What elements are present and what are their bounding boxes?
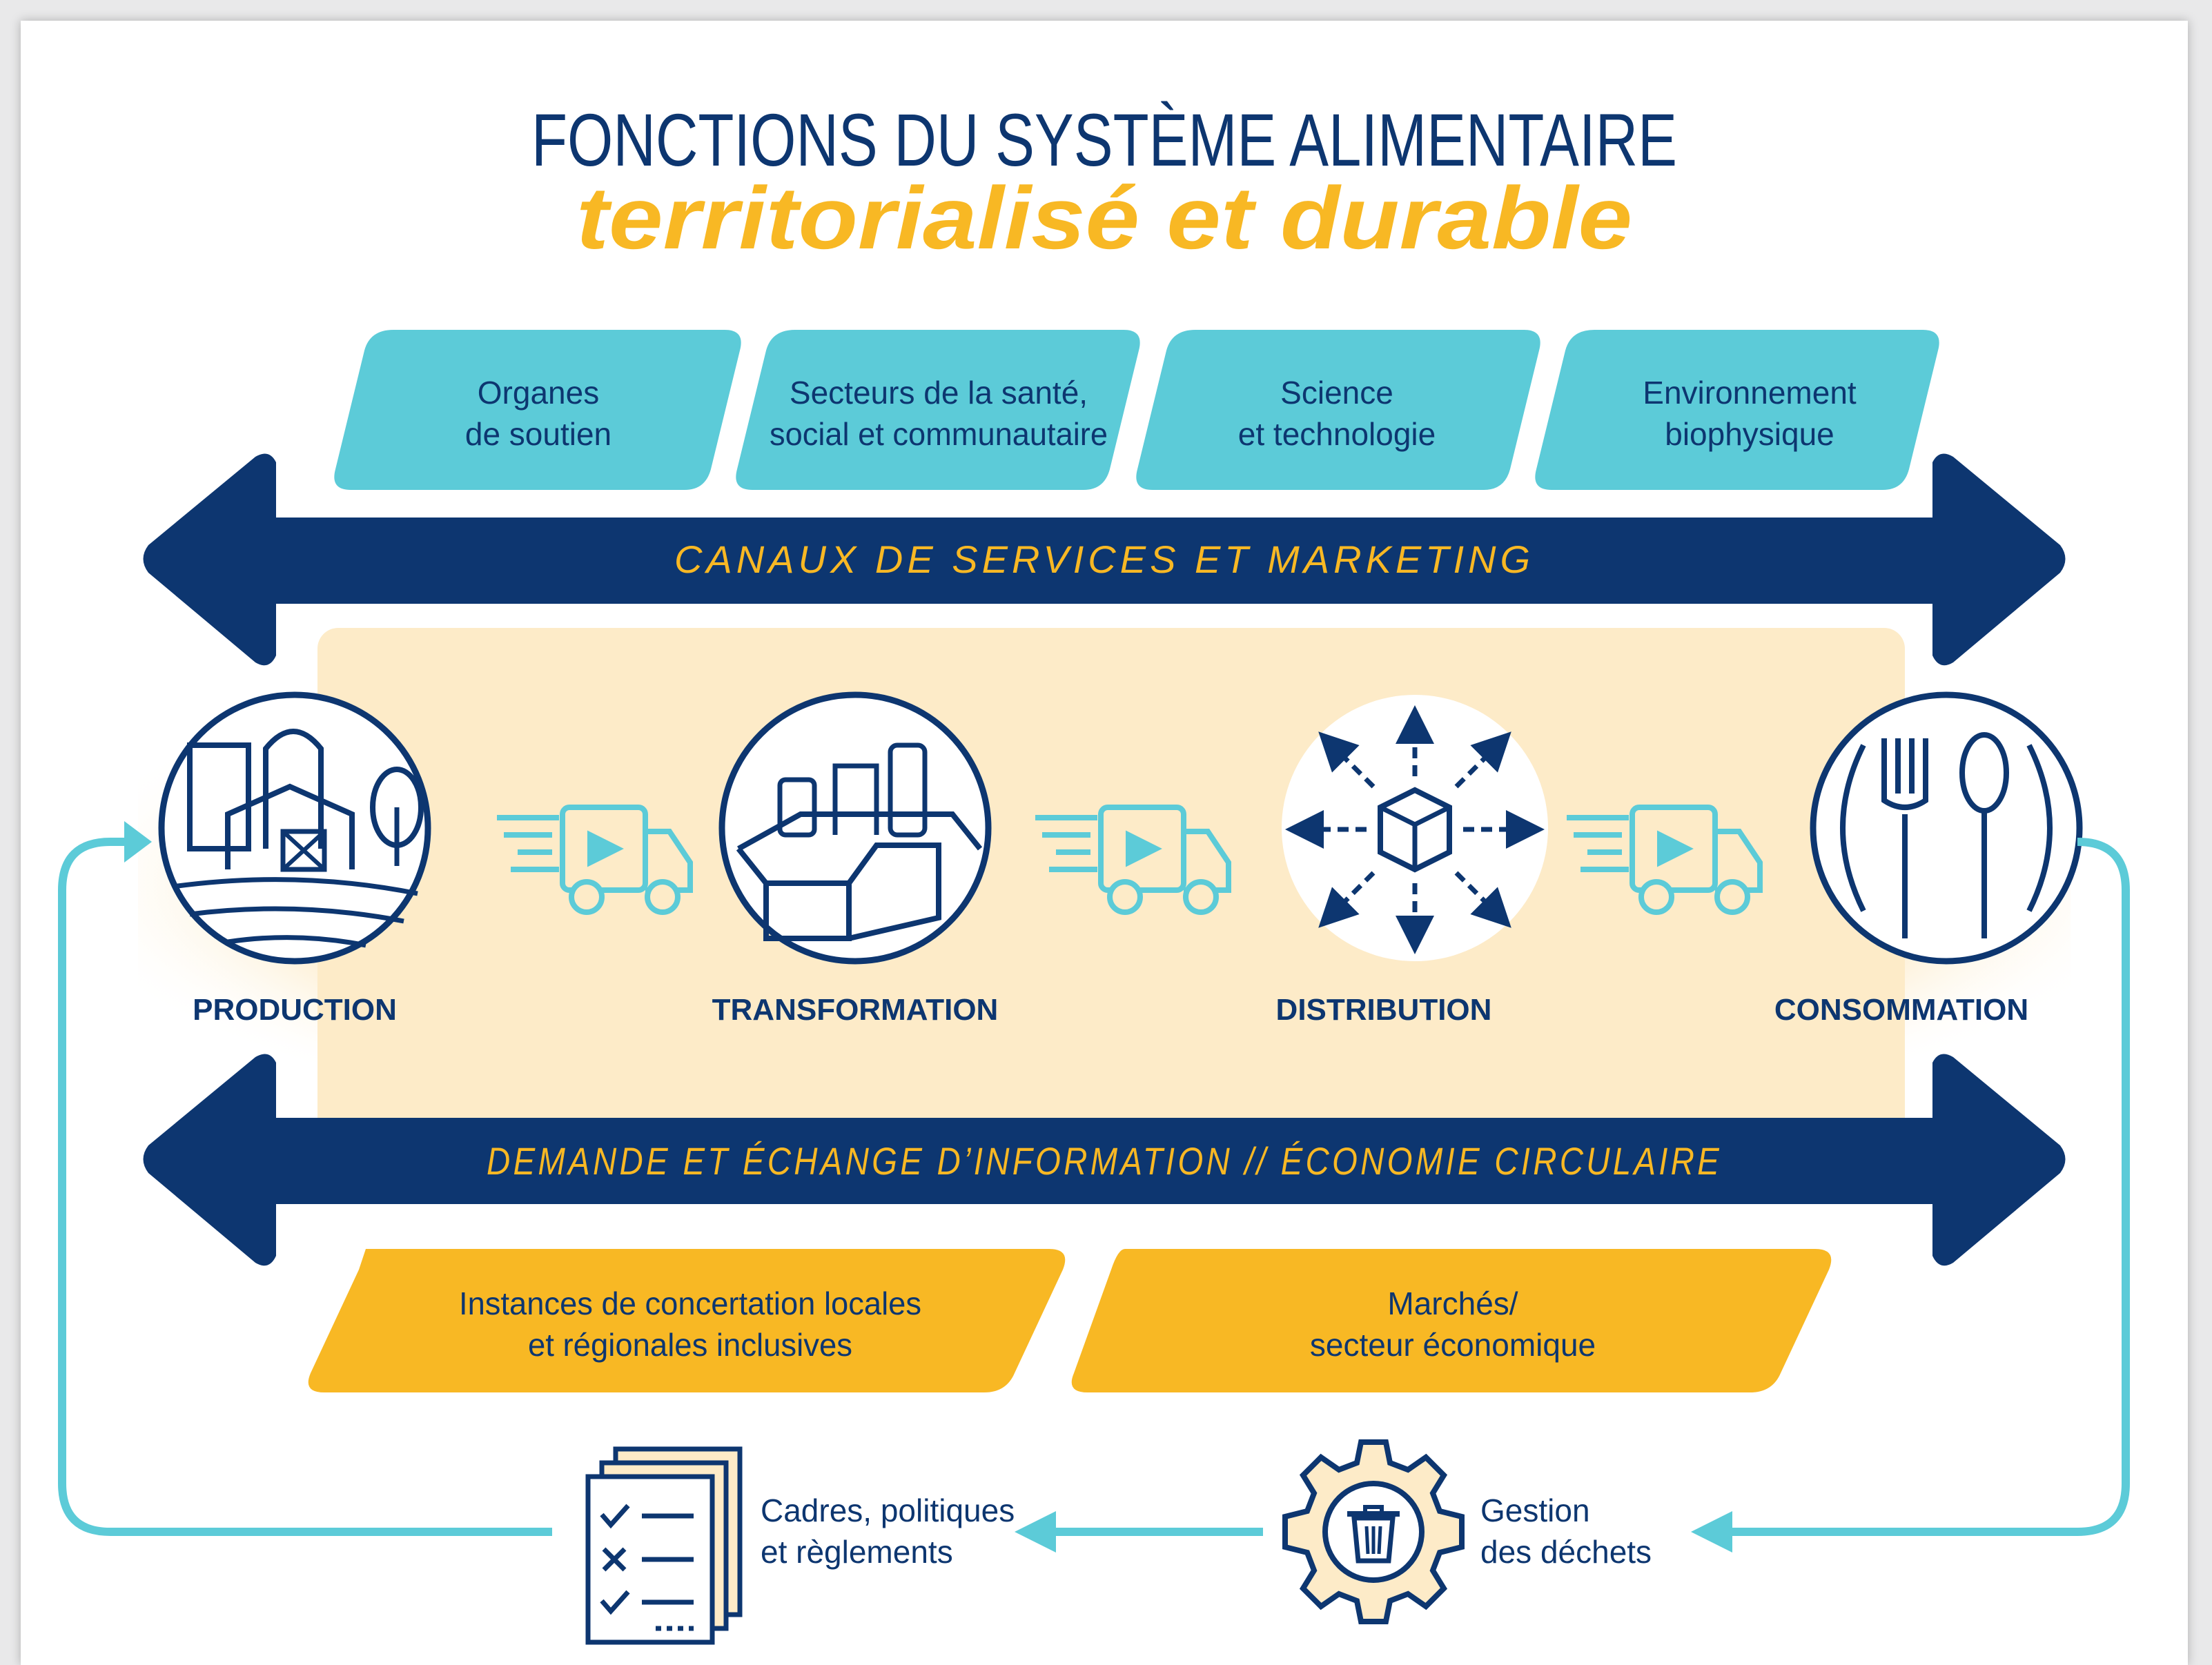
waste-label-line2: des déchets xyxy=(1480,1534,1652,1570)
top-box-sante: Secteurs de la santé, social et communau… xyxy=(736,330,1140,490)
farm-icon xyxy=(158,691,431,965)
stage-label-consommation: CONSOMMATION xyxy=(1774,993,2028,1027)
svg-text:biophysique: biophysique xyxy=(1665,416,1834,452)
loop-middle-arrowhead xyxy=(1015,1511,1056,1553)
food-system-diagram: FONCTIONS DU SYSTÈME ALIMENTAIRE territo… xyxy=(58,98,2130,1645)
title-line2: territorialisé et durable xyxy=(576,169,1632,268)
svg-text:Instances de concertation loca: Instances de concertation locales xyxy=(459,1285,921,1321)
truck-icon-2 xyxy=(1035,805,1231,915)
truck-icon-1 xyxy=(497,805,693,915)
svg-text:et régionales inclusives: et régionales inclusives xyxy=(528,1327,852,1363)
svg-text:Organes: Organes xyxy=(478,375,599,411)
waste-label-line1: Gestion xyxy=(1480,1492,1590,1528)
bottom-arrow-label: DEMANDE ET ÉCHANGE D’INFORMATION // ÉCON… xyxy=(487,1139,1722,1183)
bottom-double-arrow xyxy=(143,1054,2066,1266)
svg-text:Secteurs de la santé,: Secteurs de la santé, xyxy=(790,375,1088,411)
infographic-card: FONCTIONS DU SYSTÈME ALIMENTAIRE territo… xyxy=(21,21,2188,1665)
truck-icon-3 xyxy=(1567,805,1763,915)
top-box-science: Science et technologie xyxy=(1136,330,1540,490)
svg-text:Science: Science xyxy=(1280,375,1393,411)
checklist-documents-icon xyxy=(585,1446,743,1645)
distribution-icon xyxy=(1282,695,1548,961)
svg-text:Marchés/: Marchés/ xyxy=(1387,1285,1518,1321)
waste-gear-icon xyxy=(1282,1439,1465,1624)
loop-right-arrowhead xyxy=(1691,1511,1732,1553)
loop-left-line xyxy=(58,838,552,1536)
top-arrow-label: CANAUX DE SERVICES ET MARKETING xyxy=(674,538,1534,581)
bottom-box-marches: Marchés/ secteur économique xyxy=(1071,1249,1832,1392)
policy-label-line1: Cadres, politiques xyxy=(761,1492,1015,1528)
svg-text:de soutien: de soutien xyxy=(465,416,611,452)
box-products-icon xyxy=(718,691,992,965)
stage-label-production: PRODUCTION xyxy=(193,993,397,1027)
svg-text:secteur économique: secteur économique xyxy=(1310,1327,1596,1363)
stage-label-distribution: DISTRIBUTION xyxy=(1276,993,1492,1027)
top-box-organes: Organes de soutien xyxy=(334,330,741,490)
bottom-box-instances: Instances de concertation locales et rég… xyxy=(308,1249,1066,1392)
svg-text:et technologie: et technologie xyxy=(1238,416,1436,452)
policy-label-line2: et règlements xyxy=(761,1534,953,1570)
svg-text:Environnement: Environnement xyxy=(1643,375,1857,411)
stage-label-transformation: TRANSFORMATION xyxy=(712,993,999,1027)
plate-cutlery-icon xyxy=(1810,691,2083,965)
svg-text:social et communautaire: social et communautaire xyxy=(770,416,1108,452)
loop-right-line xyxy=(1732,838,2130,1536)
title-line1: FONCTIONS DU SYSTÈME ALIMENTAIRE xyxy=(531,98,1677,181)
loop-left-arrowhead xyxy=(124,821,152,863)
top-box-environnement: Environnement biophysique xyxy=(1535,330,1939,490)
top-double-arrow xyxy=(143,453,2066,666)
